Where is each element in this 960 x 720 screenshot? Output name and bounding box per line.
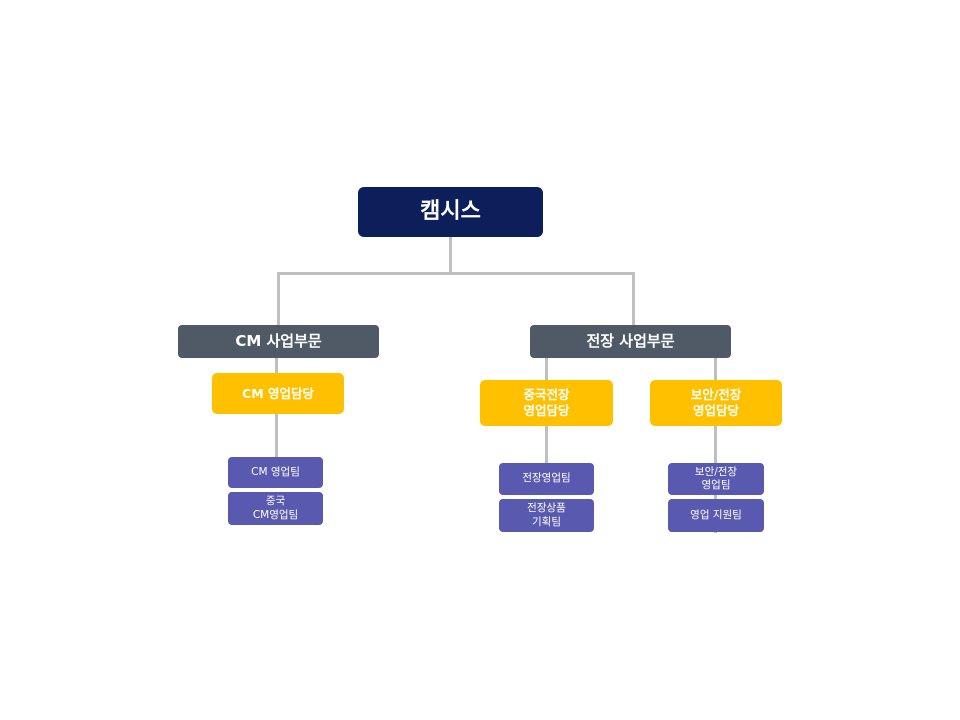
- connector-left-down: [277, 272, 280, 326]
- dept-cm-sales: CM 영업담당: [212, 373, 344, 414]
- connector-right-down: [632, 272, 635, 326]
- team-electronics-product-planning: 전장상품 기획팀: [499, 499, 594, 532]
- dept-china-electronics-sales: 중국전장 영업담당: [480, 380, 613, 426]
- division-electronics: 전장 사업부문: [530, 325, 731, 358]
- team-cm-sales: CM 영업팀: [228, 457, 323, 488]
- team-electronics-sales: 전장영업팀: [499, 463, 594, 495]
- connector-root-down: [449, 236, 452, 274]
- root-node: 캠시스: [358, 187, 543, 237]
- team-china-cm-sales: 중국 CM영업팀: [228, 492, 323, 525]
- team-security-electronics-sales: 보안/전장 영업팀: [668, 463, 764, 495]
- connector-security-chain: [714, 357, 717, 533]
- team-sales-support: 영업 지원팀: [668, 499, 764, 532]
- dept-security-electronics-sales: 보안/전장 영업담당: [650, 380, 782, 426]
- connector-horizontal: [277, 272, 635, 275]
- division-cm: CM 사업부문: [178, 325, 379, 358]
